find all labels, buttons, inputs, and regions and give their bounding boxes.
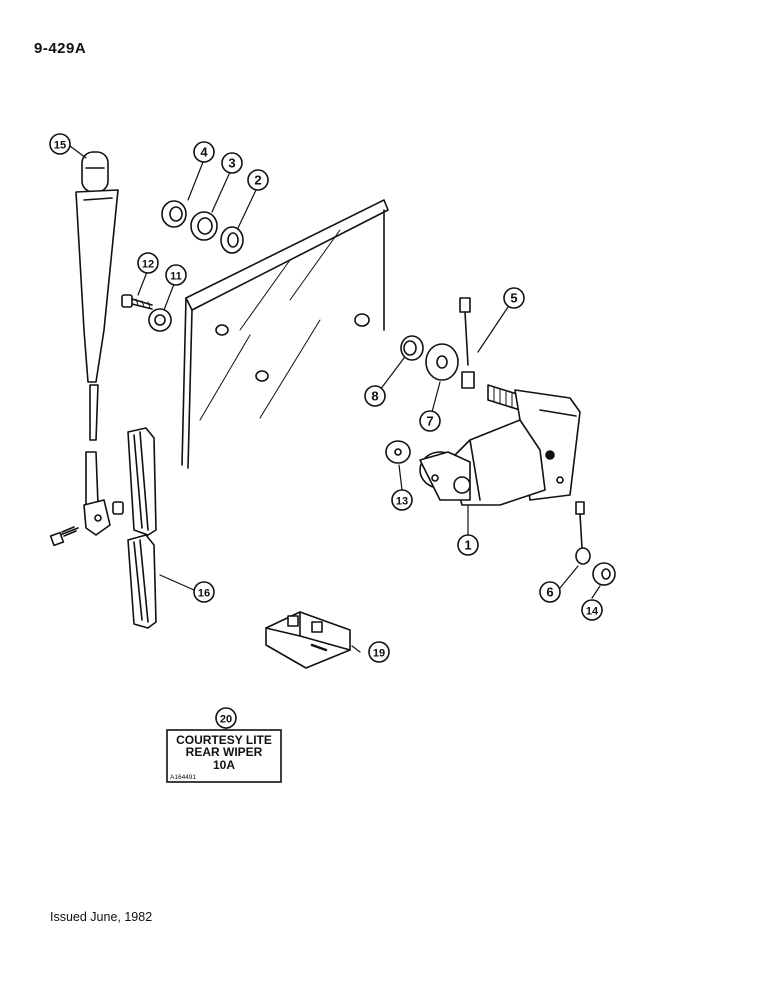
terminal-6 <box>575 501 591 565</box>
arm-nut <box>112 501 124 515</box>
callout-8: 8 <box>371 389 378 404</box>
callout-6: 6 <box>546 585 553 600</box>
arm-screw <box>49 526 79 547</box>
fuse-19 <box>265 611 351 669</box>
nut-14 <box>592 562 616 586</box>
wiper-motor <box>419 384 581 506</box>
washer-7 <box>425 343 459 381</box>
callout-4: 4 <box>200 145 208 160</box>
fuse-decal: COURTESY LITE REAR WIPER 10A A164491 <box>166 729 282 783</box>
grommet-8 <box>400 335 424 361</box>
callout-2: 2 <box>254 173 261 188</box>
callout-16: 16 <box>198 588 210 600</box>
wiper-arm <box>75 151 119 536</box>
ground-wire-5 <box>459 297 475 389</box>
callout-12: 12 <box>142 259 154 271</box>
nut-11 <box>148 308 172 332</box>
callout-20: 20 <box>220 714 232 726</box>
pivot-nut-4 <box>161 200 187 228</box>
callout-19: 19 <box>373 648 385 660</box>
washer-2 <box>220 226 244 254</box>
decal-line-3: 10A <box>213 758 235 772</box>
bolt-12 <box>121 294 153 310</box>
callout-3: 3 <box>228 156 235 171</box>
callout-circles <box>49 133 603 729</box>
issued-date: Issued June, 1982 <box>50 910 153 924</box>
decal-line-1: COURTESY LITE <box>176 733 272 747</box>
callout-5: 5 <box>510 291 517 306</box>
washer-13 <box>385 440 411 464</box>
decal-line-2: REAR WIPER <box>186 745 263 759</box>
callout-leaders <box>69 145 601 733</box>
callout-14: 14 <box>586 606 599 618</box>
callout-1: 1 <box>464 538 471 553</box>
callout-13: 13 <box>396 496 408 508</box>
callout-11: 11 <box>170 271 182 283</box>
wiper-blade-lower <box>127 534 157 629</box>
wiper-blade-upper <box>127 427 157 536</box>
decal-part-number: A164491 <box>170 774 196 781</box>
callout-15: 15 <box>54 140 66 152</box>
callout-7: 7 <box>426 414 433 429</box>
rear-window-glass <box>181 199 389 469</box>
washer-3 <box>190 211 218 241</box>
page-number: 9-429A <box>34 40 87 57</box>
